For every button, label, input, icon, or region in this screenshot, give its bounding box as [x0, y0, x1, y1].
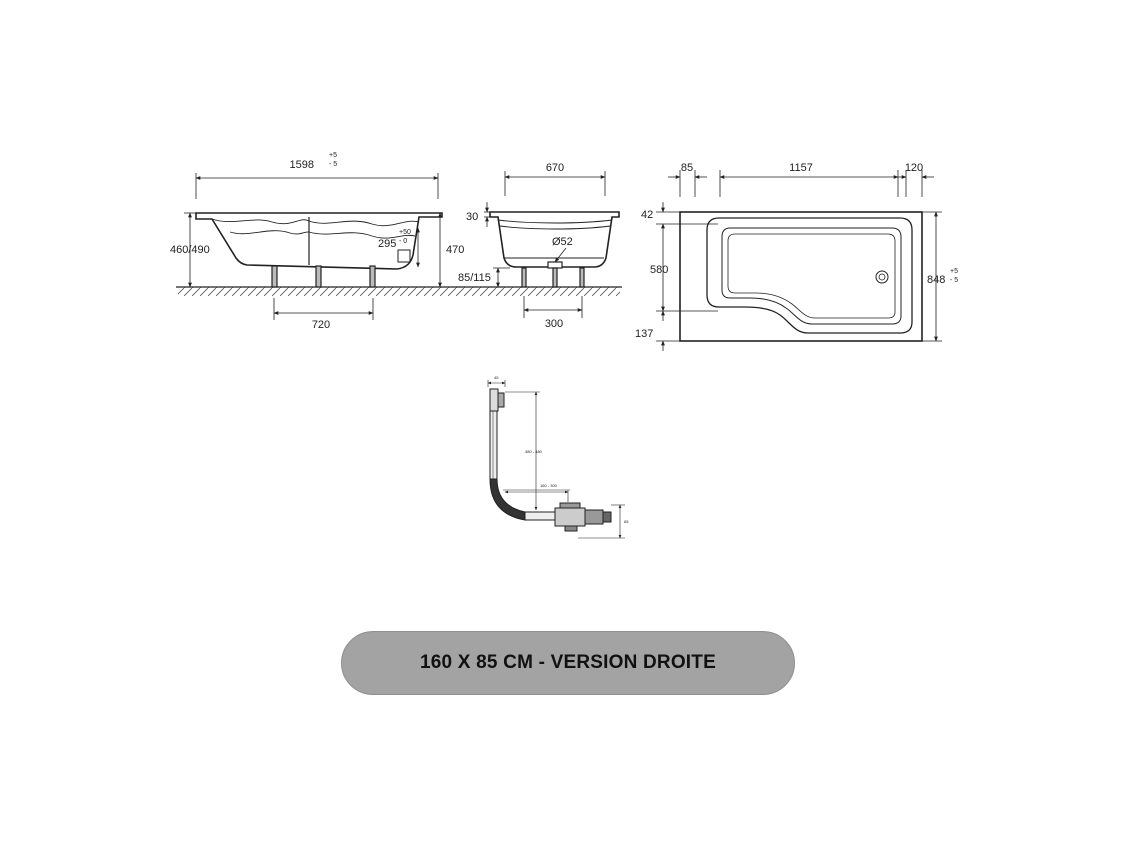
side-tub-body	[195, 212, 443, 270]
top-width-tol-minus: - 5	[950, 277, 958, 284]
side-length-label: 1598	[290, 159, 314, 171]
top-inner-length-label: 1157	[789, 162, 813, 174]
waste-outlet-height-label: 65	[624, 519, 629, 524]
end-rim-thickness-label: 30	[466, 211, 478, 223]
floor-hatch	[178, 287, 620, 296]
side-leg	[315, 265, 322, 288]
waste-vertical-range-label: 380 - 480	[525, 449, 543, 454]
side-outlet-tol-minus: - 0	[399, 238, 407, 245]
end-leg	[521, 267, 527, 288]
side-height-label: 460/490	[170, 244, 210, 256]
top-bottom-margin-label: 137	[635, 328, 653, 340]
top-drain	[875, 270, 889, 284]
top-width-tol-plus: +5	[950, 268, 958, 275]
waste-vertical-pipe	[489, 410, 498, 480]
top-outline	[679, 211, 923, 342]
top-right-margin-label: 120	[905, 162, 923, 174]
end-outlet-diameter-label: Ø52	[552, 236, 573, 248]
model-banner: 160 X 85 CM - VERSION DROITE	[341, 631, 795, 695]
end-width-label: 670	[546, 162, 564, 174]
end-leg-spacing-label: 300	[545, 318, 563, 330]
top-top-margin-label: 42	[641, 209, 653, 221]
top-inner-basin	[706, 217, 913, 334]
waste-horizontal-pipe	[524, 511, 556, 521]
top-inner-width-label: 580	[650, 264, 668, 276]
side-outlet-height-label: 295	[378, 238, 396, 250]
side-length-tol-plus: +5	[329, 152, 337, 159]
side-view	[176, 173, 622, 320]
waste-trap	[554, 507, 586, 527]
waste-horizontal-range-label: 160 - 300	[540, 483, 558, 488]
end-outlet	[547, 261, 563, 269]
waste-flex-hose	[489, 478, 526, 521]
top-left-margin-label: 85	[681, 162, 693, 174]
side-rim-height-label: 470	[446, 244, 464, 256]
waste-top-width-label: 45	[494, 375, 499, 380]
end-leg-height-label: 85/115	[458, 272, 491, 284]
side-outlet-tol-plus: +50	[399, 229, 411, 236]
side-length-tol-minus: - 5	[329, 161, 337, 168]
side-leg	[369, 265, 376, 288]
side-leg-spacing-label: 720	[312, 319, 330, 331]
model-banner-label: 160 X 85 CM - VERSION DROITE	[420, 652, 716, 673]
top-width-label: 848	[927, 274, 945, 286]
side-leg	[271, 265, 278, 288]
end-tub-body	[489, 211, 620, 268]
waste-kit	[487, 380, 625, 539]
end-leg	[579, 267, 585, 288]
end-view	[484, 171, 620, 318]
end-leg	[552, 267, 558, 288]
top-view	[656, 170, 942, 351]
